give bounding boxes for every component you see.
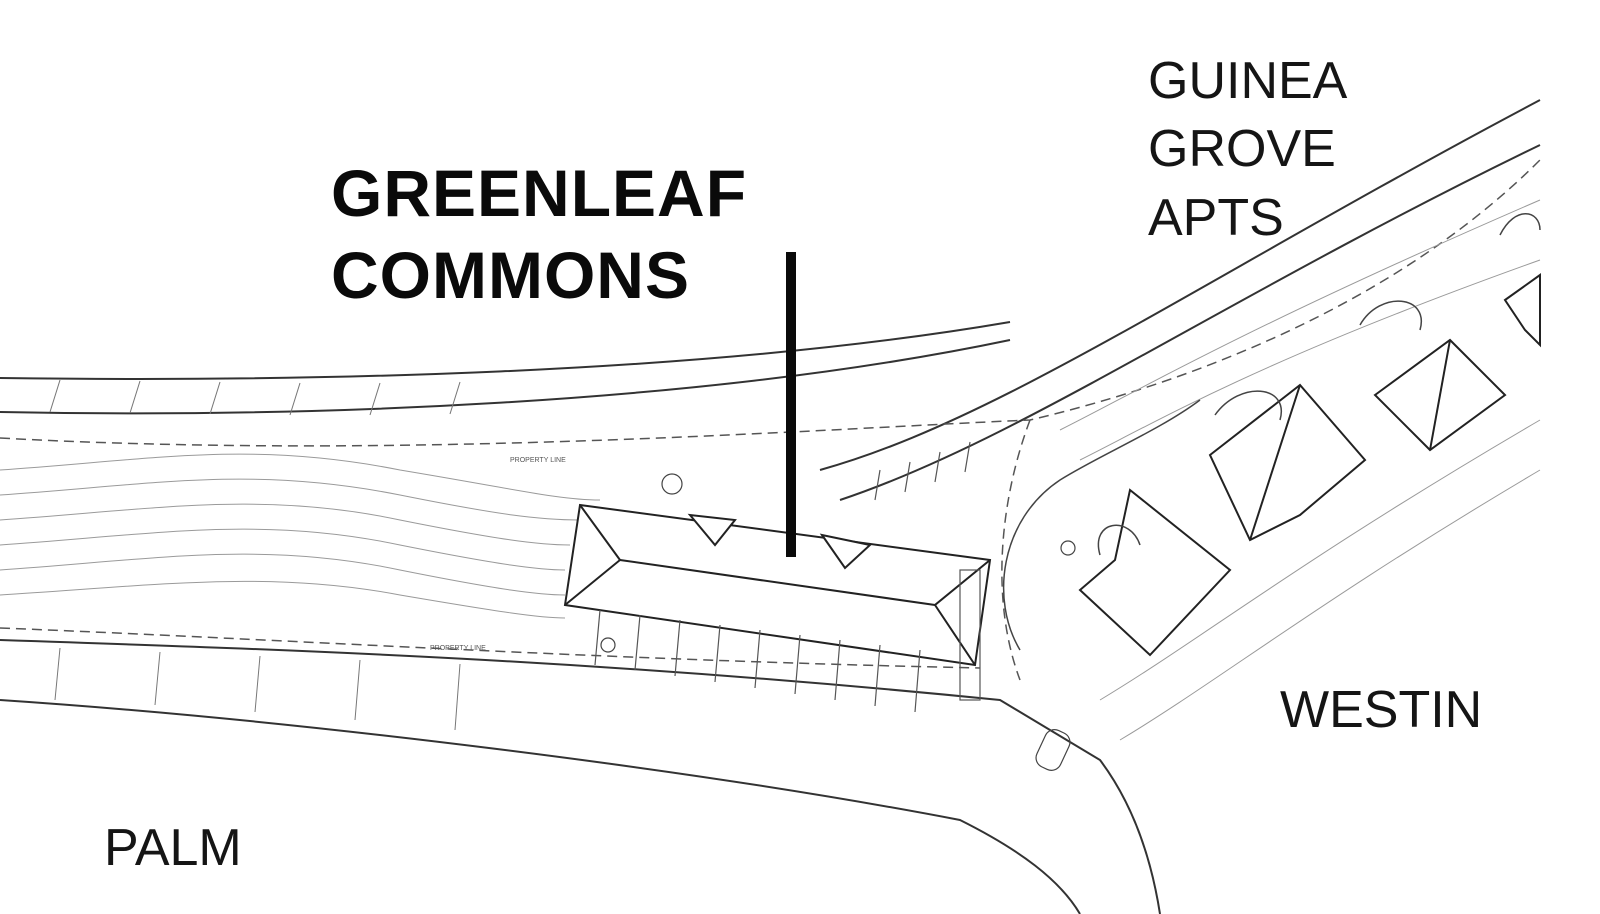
westin-label: WESTIN: [1280, 681, 1483, 739]
greenleaf-building: [563, 503, 992, 667]
parking-stalls: [594, 441, 981, 713]
greenleaf-label-line1: GREENLEAF: [331, 156, 748, 230]
road-edges: [0, 99, 1541, 914]
property-lines: [0, 159, 1541, 681]
guinea-label-line1: GUINEA: [1148, 52, 1348, 110]
guinea-grove-buildings: [1078, 273, 1541, 657]
guinea-label-line3: APTS: [1148, 189, 1284, 247]
palm-label: PALM: [104, 819, 242, 877]
callout-leader-line: [786, 252, 796, 557]
greenleaf-label-line2: COMMONS: [331, 238, 690, 312]
cul-de-sacs: [1002, 213, 1541, 651]
contour-lines: [0, 199, 1541, 741]
road-ticks: [49, 379, 461, 731]
site-details: [600, 473, 1076, 771]
property-line-note-north: PROPERTY LINE: [510, 457, 566, 464]
guinea-label-line2: GROVE: [1148, 120, 1336, 178]
property-line-note-south: PROPERTY LINE: [430, 645, 486, 652]
